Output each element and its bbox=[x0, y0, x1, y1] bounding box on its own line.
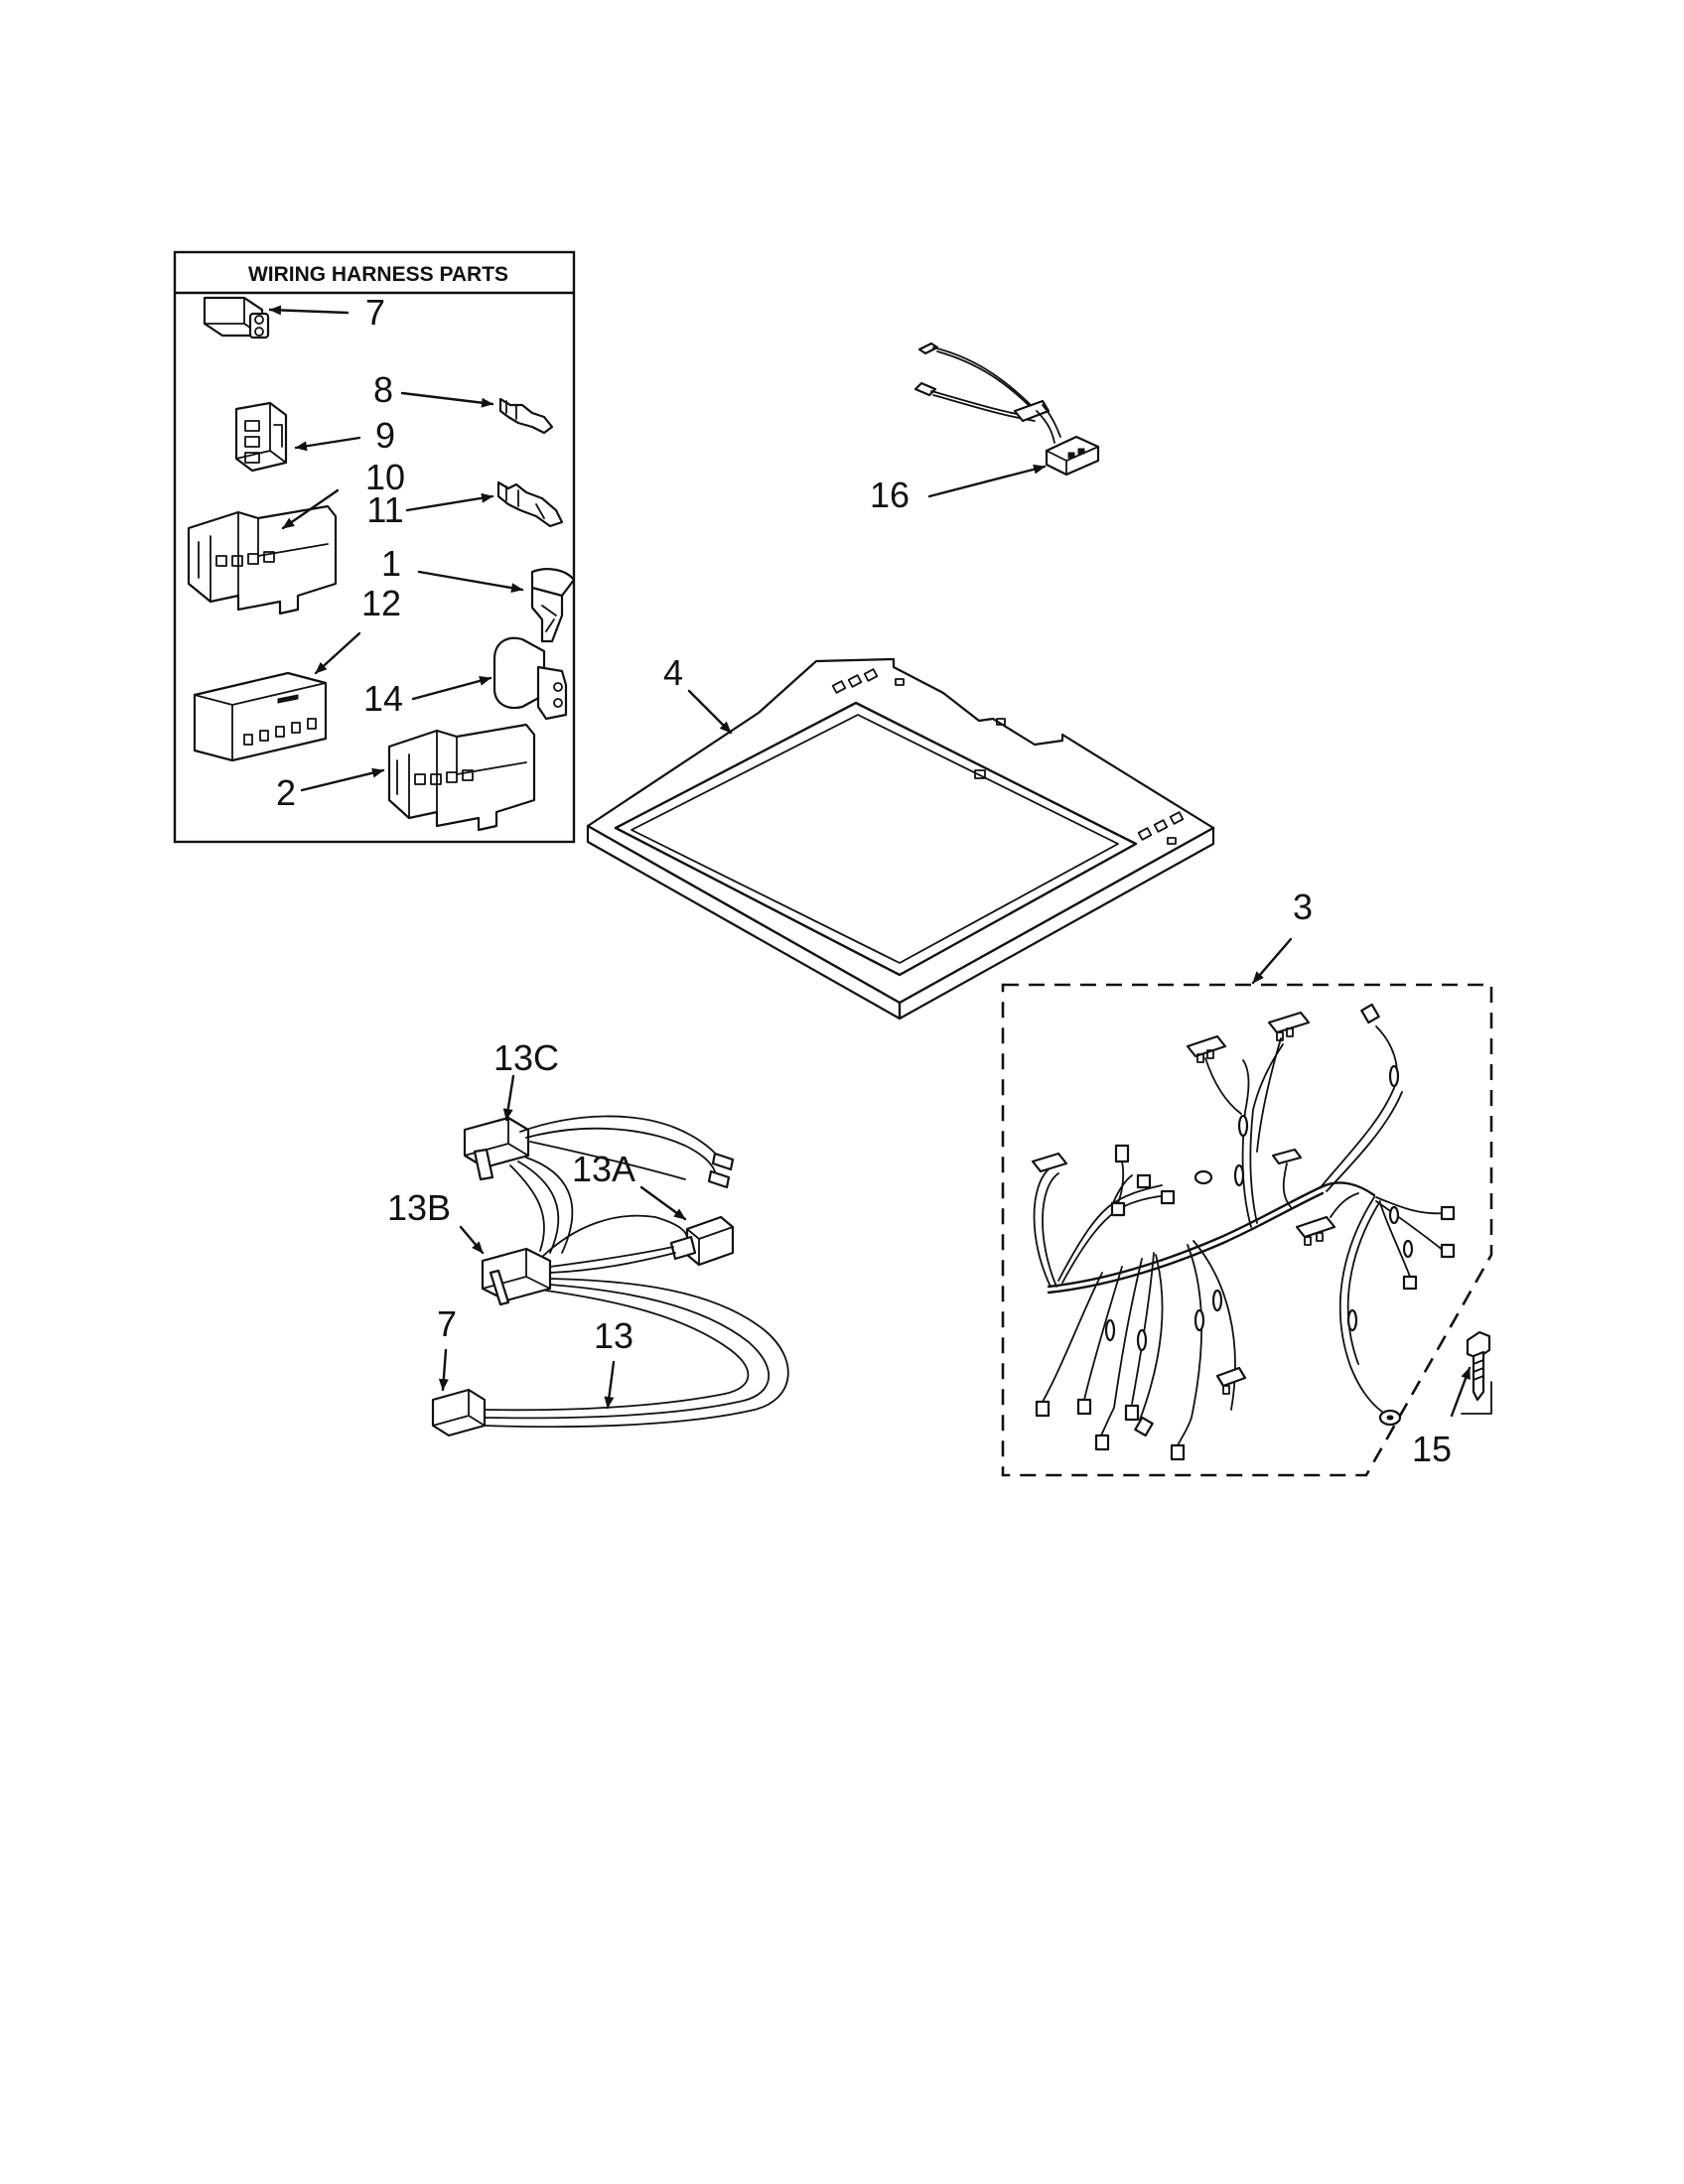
part-9-connector-icon bbox=[234, 401, 288, 473]
part-14-connector-icon bbox=[492, 636, 568, 721]
box-title: WIRING HARNESS PARTS bbox=[248, 263, 508, 286]
part-8-terminal-icon bbox=[498, 397, 554, 435]
label-14: 14 bbox=[363, 678, 403, 719]
label-13c: 13C bbox=[493, 1037, 559, 1078]
part-13-harness-icon bbox=[431, 1115, 789, 1437]
part-11-terminal-icon bbox=[496, 480, 564, 528]
label-9: 9 bbox=[375, 415, 395, 456]
part-7-connector-icon bbox=[203, 296, 270, 340]
part-4-top-panel-icon bbox=[586, 657, 1215, 1021]
part-16-harness-icon bbox=[913, 341, 1100, 477]
part-3-main-harness-box bbox=[1001, 983, 1493, 1477]
label-2: 2 bbox=[276, 772, 296, 813]
part-12-connector-housing-icon bbox=[193, 671, 328, 762]
part-15-screw-icon bbox=[1466, 1330, 1491, 1402]
part-3-main-harness-icon bbox=[1031, 1003, 1456, 1461]
label-4: 4 bbox=[663, 652, 683, 693]
label-1: 1 bbox=[381, 543, 401, 584]
label-13: 13 bbox=[594, 1315, 633, 1356]
part-10-connector-block-icon bbox=[187, 504, 338, 615]
label-15: 15 bbox=[1412, 1429, 1452, 1469]
label-7: 7 bbox=[437, 1303, 457, 1344]
label-8: 8 bbox=[373, 369, 393, 410]
label-13b: 13B bbox=[387, 1187, 451, 1228]
label-10: 10 bbox=[365, 457, 405, 497]
wiring-harness-parts-box: WIRING HARNESS PARTS bbox=[173, 250, 576, 844]
label-16: 16 bbox=[870, 475, 910, 515]
label-13a: 13A bbox=[572, 1149, 635, 1189]
part-2-connector-block-icon bbox=[387, 723, 536, 832]
label-3: 3 bbox=[1293, 887, 1313, 927]
label-7-inset: 7 bbox=[365, 292, 385, 333]
label-12: 12 bbox=[361, 583, 401, 623]
label-11: 11 bbox=[366, 489, 403, 530]
part-1-clip-icon bbox=[530, 568, 576, 643]
